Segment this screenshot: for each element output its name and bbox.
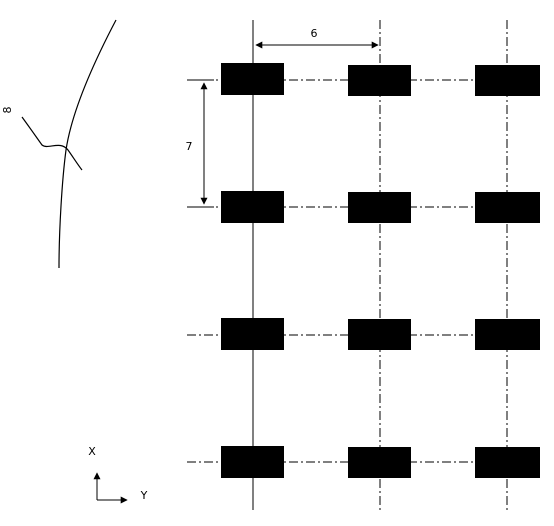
block-r4-c1 [221,446,284,478]
block-grid [221,63,540,478]
label-horizontal-spacing: 6 [311,27,318,40]
block-r4-c2 [348,447,411,478]
block-r3-c3 [475,319,540,350]
block-r1-c1 [221,63,284,95]
axis-x-label: X [88,445,96,458]
curved-strand [58,19,117,269]
block-r2-c2 [348,192,411,223]
block-r2-c3 [475,192,540,223]
block-r1-c3 [475,65,540,96]
axis-y-label: Y [140,489,148,502]
block-r3-c2 [348,319,411,350]
leader-line [21,116,83,171]
label-curve-ref: 8 [1,107,14,114]
label-vertical-spacing: 7 [186,140,193,153]
block-r4-c3 [475,447,540,478]
block-r3-c1 [221,318,284,350]
block-r1-c2 [348,65,411,96]
block-r2-c1 [221,191,284,223]
